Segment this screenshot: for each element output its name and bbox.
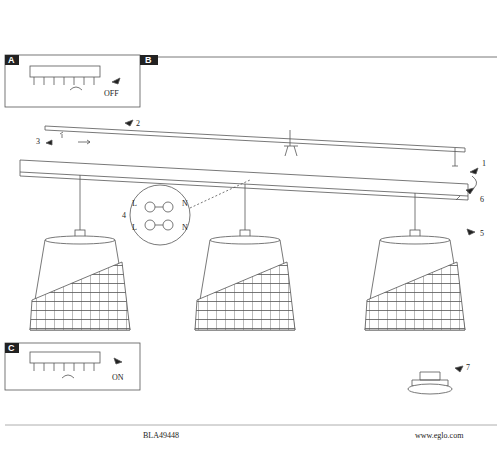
callout-arrow	[114, 358, 122, 364]
callout-arrow	[466, 188, 474, 194]
panel-frame	[5, 343, 140, 390]
terminal	[145, 202, 155, 212]
lamp-shade	[365, 236, 465, 330]
terminal	[145, 220, 155, 230]
switch-state: OFF	[104, 90, 119, 98]
panel-frame	[5, 55, 140, 107]
fixture-bar	[20, 172, 468, 200]
screw	[60, 132, 63, 138]
terminal-block	[30, 66, 100, 77]
ceiling-rail	[45, 126, 465, 152]
callout-number: 5	[480, 230, 484, 238]
panel-tab: C	[8, 344, 15, 353]
switch-state: ON	[112, 374, 124, 382]
pendant-cord	[80, 175, 415, 232]
terminal-letter: L	[132, 224, 137, 232]
callout-arrow	[470, 168, 478, 174]
terminal-letter: N	[182, 224, 188, 232]
terminal-letter: N	[182, 200, 188, 208]
callout-number: 4	[122, 212, 126, 220]
panel-frame	[158, 57, 497, 58]
lamp-shade	[30, 236, 130, 330]
panel-tab	[5, 343, 19, 353]
model-number: BLA49448	[143, 432, 179, 440]
lamp-shade	[195, 236, 295, 330]
callout-arrow	[46, 140, 52, 145]
panel-tab: A	[8, 56, 15, 65]
detail-circle	[130, 185, 190, 245]
terminal	[163, 202, 173, 212]
terminal	[163, 220, 173, 230]
callout-number: 7	[466, 364, 470, 372]
bulb	[408, 384, 452, 394]
callout-number: 3	[36, 138, 40, 146]
wire	[155, 207, 163, 225]
supply-wires	[284, 130, 298, 156]
terminal-letter: L	[132, 200, 137, 208]
panel-tab	[140, 55, 158, 65]
terminal-screws	[34, 77, 94, 85]
suspension-wire	[452, 148, 458, 166]
panel-tab: B	[145, 56, 152, 65]
detail-leader	[190, 180, 250, 208]
terminal-screws	[34, 363, 94, 371]
screwdriver	[62, 375, 74, 378]
callout-number: 6	[480, 196, 484, 204]
callout-number: 2	[136, 120, 140, 128]
footer-rule	[5, 425, 497, 426]
callout-arrow	[112, 78, 120, 84]
callout-arrow	[125, 120, 133, 126]
callout-number: 1	[482, 160, 486, 168]
screwdriver	[70, 87, 82, 90]
callout-arrow	[78, 140, 90, 144]
website: www.eglo.com	[415, 432, 463, 440]
callout-arrow	[455, 366, 463, 372]
panel-tab	[5, 55, 19, 65]
fixture-end	[456, 196, 460, 200]
terminal-block	[30, 352, 100, 363]
hook	[472, 176, 477, 188]
callout-arrow	[467, 229, 475, 235]
fixture-bar	[20, 160, 468, 196]
